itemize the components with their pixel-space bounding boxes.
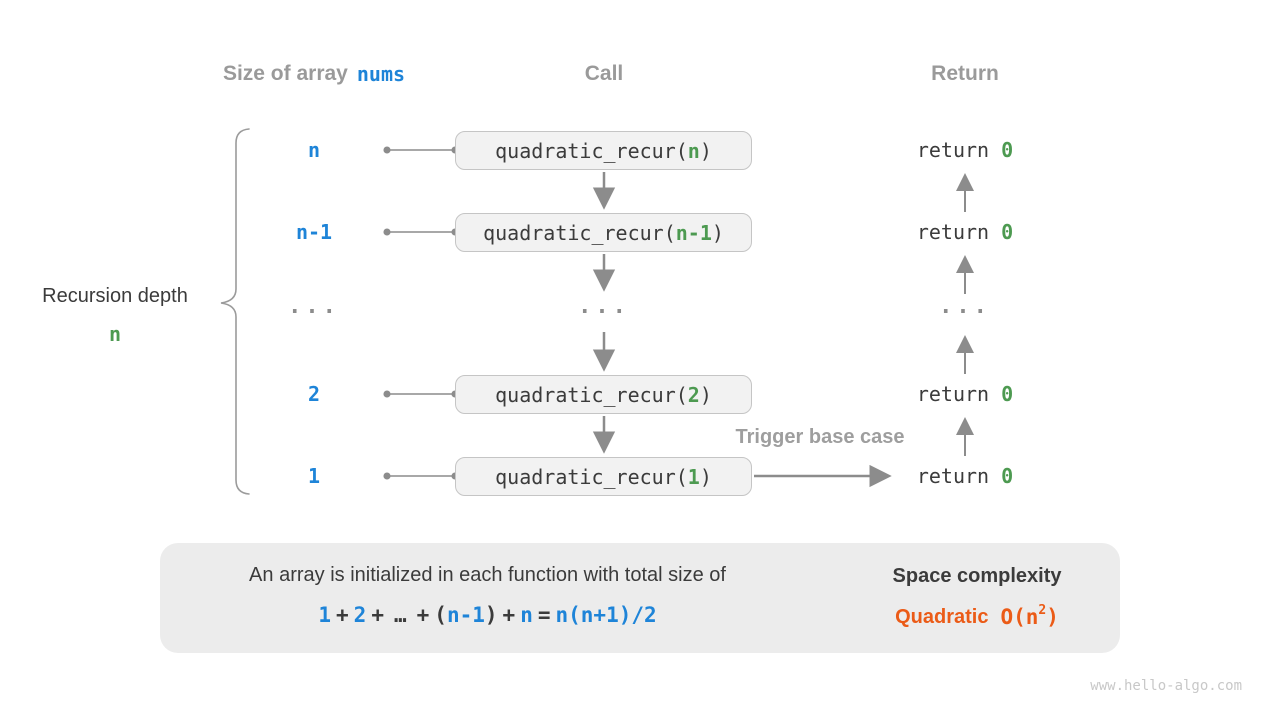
size-value-n: n (307, 138, 321, 162)
return-keyword: return (916, 464, 1002, 488)
connector-dot (383, 390, 391, 398)
return-value: 0 (1001, 464, 1014, 488)
trigger-base-case-label: Trigger base case (735, 425, 905, 448)
space-complexity-value: Quadratic O(n2) (862, 603, 1092, 631)
call-arg: n-1 (675, 220, 712, 245)
call-code-close: ) (711, 220, 724, 245)
header-size-of-array: Size of array nums (164, 60, 464, 88)
formula-ellipsis: … (393, 603, 407, 627)
size-value-n1: n-1 (295, 220, 333, 244)
formula-term: n-1 (446, 603, 485, 627)
complexity-word: Quadratic (895, 605, 989, 628)
formula-operator: + (371, 603, 384, 627)
connector-dot (383, 146, 391, 154)
connector-dot (383, 472, 391, 480)
recursion-depth-label: Recursion depth (42, 284, 188, 307)
return-keyword: return (916, 220, 1002, 244)
big-o-exponent: 2 (1038, 603, 1047, 618)
call-code: quadratic_recur( (495, 464, 688, 489)
formula-paren: ( (434, 603, 447, 627)
call-box-n: quadratic_recur(n) (455, 131, 752, 170)
size-value-1: 1 (307, 464, 321, 488)
header-nums-code: nums (356, 62, 406, 86)
return-value: 0 (1001, 220, 1014, 244)
formula-term: n (520, 603, 533, 627)
return-statement-2: return 0 (890, 380, 1040, 408)
call-ellipsis: ... (578, 293, 630, 319)
formula-operator: + (416, 603, 430, 627)
call-code-close: ) (699, 138, 712, 163)
call-code: quadratic_recur( (495, 138, 688, 163)
return-statement-n1: return 0 (890, 218, 1040, 246)
return-statement-n: return 0 (890, 136, 1040, 164)
formula-equals: = (537, 603, 551, 627)
size-value-2: 2 (307, 382, 321, 406)
formula-term: 2 (353, 603, 367, 627)
call-arg: 1 (687, 464, 700, 489)
big-o-notation: O(n2) (1000, 603, 1059, 629)
site-watermark: www.hello-algo.com (1090, 678, 1242, 694)
recursion-depth-value: n (108, 322, 122, 346)
call-code-close: ) (699, 382, 712, 407)
return-value: 0 (1001, 138, 1014, 162)
return-ellipsis: ... (939, 293, 991, 319)
return-keyword: return (916, 138, 1002, 162)
header-return: Return (931, 62, 999, 85)
call-box-2: quadratic_recur(2) (455, 375, 752, 414)
summary-panel (160, 543, 1120, 653)
space-complexity-title: Space complexity (892, 564, 1062, 587)
summary-description: An array is initialized in each function… (249, 563, 726, 586)
call-box-n1: quadratic_recur(n-1) (455, 213, 752, 252)
header-call: Call (584, 62, 624, 85)
return-keyword: return (916, 382, 1002, 406)
formula-term: 1 (318, 603, 331, 627)
big-o-post: ) (1046, 605, 1059, 629)
big-o-pre: O(n (1000, 605, 1039, 629)
call-code-close: ) (699, 464, 712, 489)
call-box-1: quadratic_recur(1) (455, 457, 752, 496)
formula-result: n(n+1)/2 (555, 603, 657, 627)
return-statement-1: return 0 (890, 462, 1040, 490)
return-value: 0 (1001, 382, 1014, 406)
header-size-label: Size of array (222, 62, 348, 85)
connector-dot (383, 228, 391, 236)
call-arg: n (687, 138, 700, 163)
formula-operator: + (336, 603, 349, 627)
call-code: quadratic_recur( (495, 382, 688, 407)
call-code: quadratic_recur( (483, 220, 676, 245)
formula-paren: ) (484, 603, 498, 627)
summary-formula: 1+2+…+(n-1)+n=n(n+1)/2 (180, 601, 795, 629)
size-ellipsis: ... (288, 293, 340, 319)
formula-operator: + (502, 603, 516, 627)
recursion-depth-brace (220, 128, 250, 495)
call-arg: 2 (687, 382, 700, 407)
